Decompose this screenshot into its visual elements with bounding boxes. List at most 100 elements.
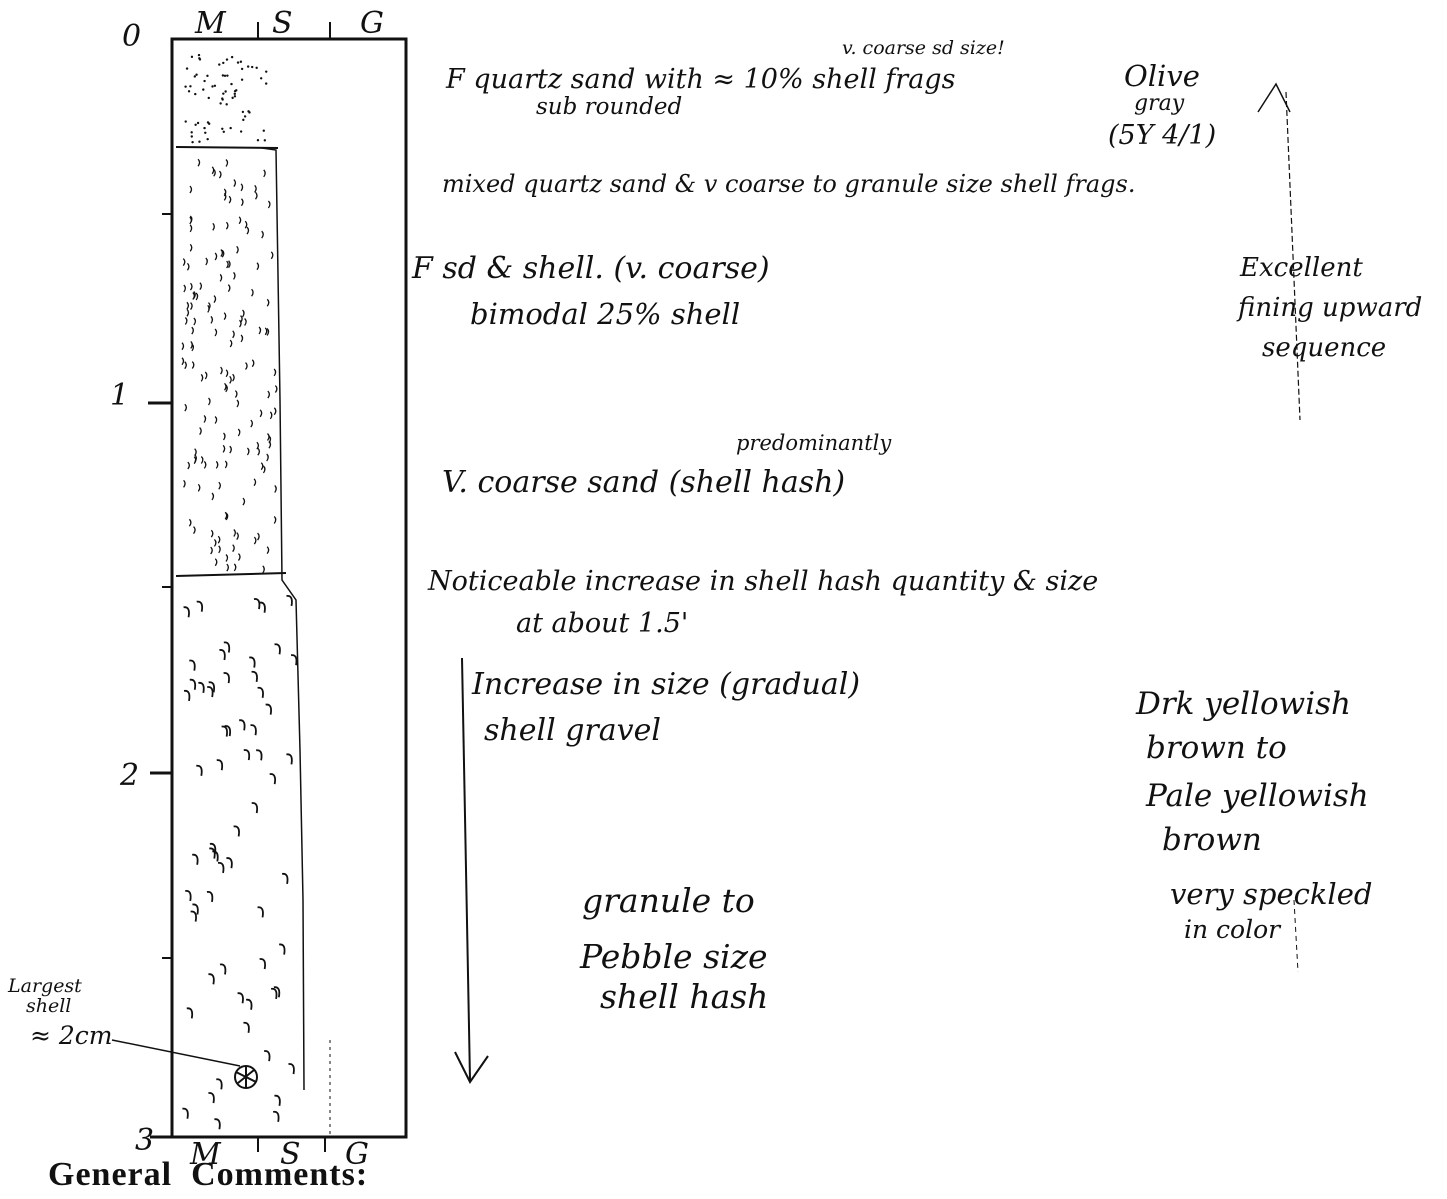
shell-fragment-mark — [222, 432, 226, 441]
upward-arrow-head — [1257, 82, 1291, 113]
shell-fragment-mark — [223, 312, 227, 321]
shell-gravel-mark — [219, 649, 226, 661]
depth-label-2: 2 — [119, 758, 139, 793]
shell-fragment-mark — [214, 558, 218, 567]
shell-fragment-mark — [184, 317, 188, 325]
downward-arrow-head — [454, 1051, 489, 1084]
shell-gravel-mark — [239, 719, 246, 731]
sand-grain-dot — [190, 135, 193, 138]
shell-fragment-mark — [183, 284, 186, 293]
shell-fragment-mark — [191, 326, 194, 335]
shell-fragment-mark — [213, 168, 216, 177]
shell-fragment-mark — [254, 184, 257, 193]
shell-fragment-mark — [214, 328, 218, 337]
sand-grain-dot — [190, 55, 194, 59]
largest-shell-leader — [111, 1039, 241, 1067]
shell-fragment-mark — [189, 216, 192, 225]
shell-fragment-mark — [226, 260, 229, 269]
shell-gravel-mark — [183, 606, 190, 618]
sand-grain-dot — [197, 53, 201, 57]
shell-gravel-mark — [257, 906, 264, 918]
sand-grain-dot — [202, 88, 205, 91]
sand-grain-dot — [184, 85, 187, 88]
shell-fragment-mark — [192, 292, 195, 300]
shell-fragment-mark — [189, 243, 193, 252]
shell-gravel-mark — [190, 910, 197, 922]
sand-grain-dot — [189, 85, 192, 88]
shell-fragment-mark — [266, 453, 269, 462]
shell-fragment-mark — [212, 222, 215, 231]
shell-gravel-mark — [192, 903, 199, 915]
shell-fragment-mark — [213, 295, 217, 303]
sand-grain-dot — [219, 102, 222, 105]
sand-grain-dot — [185, 67, 189, 70]
depth-label-1: 1 — [110, 378, 129, 413]
sand-grain-dot — [229, 126, 232, 130]
sand-grain-dot — [204, 131, 207, 135]
shell-fragment-mark — [261, 230, 264, 239]
shell-fragment-mark — [222, 444, 226, 453]
shell-fragment-mark — [199, 282, 203, 291]
shell-gravel-mark — [288, 1063, 295, 1075]
shell-fragment-mark — [232, 373, 235, 382]
sand-grain-dot — [265, 70, 268, 73]
largest-shell-sketch — [234, 1065, 258, 1089]
note-excellent: Excellent — [1239, 253, 1363, 283]
sand-grain-dot — [187, 90, 191, 93]
shell-fragment-mark — [190, 340, 193, 349]
shell-fragment-mark — [223, 188, 227, 197]
sand-grain-dot — [203, 79, 206, 83]
shell-fragment-mark — [229, 339, 233, 348]
shell-gravel-mark — [207, 686, 214, 698]
sand-grain-dot — [221, 74, 225, 77]
shell-fragment-mark — [187, 461, 190, 470]
shell-gravel-mark — [233, 825, 240, 837]
shell-fragment-mark — [238, 319, 242, 328]
core-column-box — [170, 37, 408, 1139]
sand-grain-dot — [194, 123, 197, 127]
sand-grain-dot — [223, 74, 227, 77]
note-largest: Largest — [7, 975, 82, 997]
shell-fragment-mark — [189, 282, 193, 291]
sand-grain-dot — [213, 84, 217, 88]
shell-fragment-mark — [224, 460, 228, 469]
note-fining-upward: fining upward — [1236, 293, 1422, 323]
shell-gravel-mark — [224, 725, 232, 737]
sand-grain-dot — [233, 95, 237, 98]
note-brown: brown — [1162, 822, 1262, 858]
right-dashed-line — [1293, 899, 1299, 973]
shell-gravel-mark — [257, 686, 264, 699]
shell-fragment-mark — [193, 526, 196, 534]
shell-fragment-mark — [189, 224, 193, 233]
shell-fragment-mark — [211, 166, 215, 175]
sand-grain-dot — [230, 55, 234, 59]
sand-grain-dot — [242, 118, 245, 122]
shell-gravel-mark — [208, 681, 216, 693]
note-shell: shell — [26, 995, 71, 1017]
shell-fragment-mark — [221, 249, 225, 258]
note-bimodal: bimodal 25% shell — [470, 297, 740, 331]
sand-grain-dot — [195, 73, 198, 76]
shell-fragment-mark — [210, 529, 214, 538]
sand-grain-dot — [240, 67, 244, 71]
unit-boundary-lower — [175, 572, 287, 577]
sand-grain-dot — [221, 127, 224, 130]
shell-fragment-mark — [226, 563, 229, 572]
shell-gravel-mark — [192, 853, 199, 865]
shell-gravel-mark — [219, 963, 227, 975]
shell-fragment-mark — [273, 407, 277, 416]
note-f-sd-shell: F sd & shell. (v. coarse) — [411, 251, 770, 286]
shell-fragment-mark — [215, 460, 219, 469]
shell-fragment-mark — [245, 362, 248, 370]
shell-fragment-mark — [197, 158, 201, 167]
sand-grain-dot — [259, 77, 263, 80]
shell-fragment-mark — [223, 192, 227, 201]
shell-gravel-mark — [198, 681, 205, 694]
sand-grain-dot — [225, 58, 229, 61]
shell-fragment-mark — [207, 397, 211, 406]
note-very-speckled: very speckled — [1170, 877, 1372, 911]
sand-grain-dot — [262, 129, 265, 132]
shell-gravel-mark — [216, 1078, 223, 1090]
sand-grain-dot — [184, 120, 187, 123]
